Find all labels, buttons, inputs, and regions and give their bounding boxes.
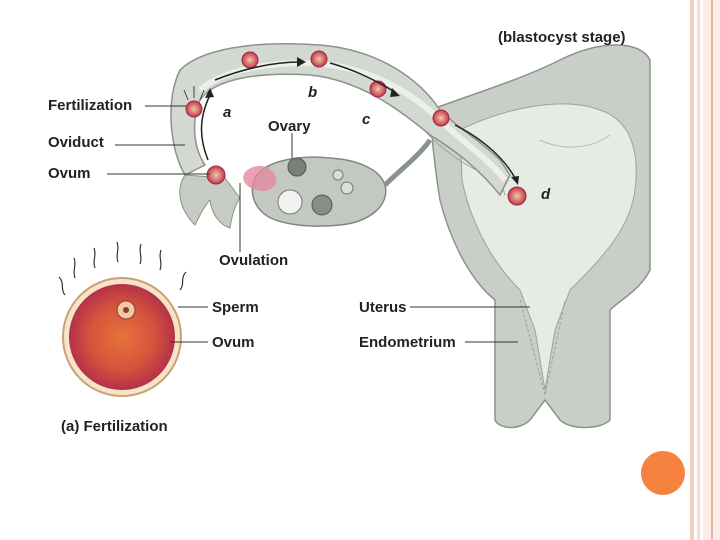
label-fertilization: Fertilization xyxy=(48,97,132,114)
label-ovum-bottom: Ovum xyxy=(212,334,255,351)
label-sperm: Sperm xyxy=(212,299,259,316)
uterus-shape xyxy=(420,45,650,428)
label-endometrium: Endometrium xyxy=(359,334,456,351)
label-ovary: Ovary xyxy=(268,118,311,135)
stage-label-b: b xyxy=(308,84,317,101)
embryo-c1 xyxy=(370,81,386,97)
label-blastocyst-stage: (blastocyst stage) xyxy=(498,29,626,46)
stage-label-a: a xyxy=(223,104,231,121)
fertilization-inset xyxy=(59,242,186,396)
stage-label-c: c xyxy=(362,111,370,128)
slide-border-stripe xyxy=(711,0,713,540)
label-oviduct: Oviduct xyxy=(48,134,104,151)
embryo-c2 xyxy=(433,110,449,126)
ovary xyxy=(252,140,430,226)
label-ovum-top: Ovum xyxy=(48,165,91,182)
stage-label-d: d xyxy=(541,186,550,203)
label-ovulation: Ovulation xyxy=(219,252,288,269)
caption-fertilization: (a) Fertilization xyxy=(61,418,168,435)
embryo-d xyxy=(508,187,526,205)
embryo-b2 xyxy=(311,51,327,67)
fimbriae xyxy=(180,175,240,228)
slide-border-stripe xyxy=(690,0,694,540)
embryo-fertilization xyxy=(186,101,202,117)
label-uterus: Uterus xyxy=(359,299,407,316)
reproduction-diagram xyxy=(0,0,690,540)
slide-border-stripe xyxy=(697,0,700,540)
embryo-b1 xyxy=(242,52,258,68)
